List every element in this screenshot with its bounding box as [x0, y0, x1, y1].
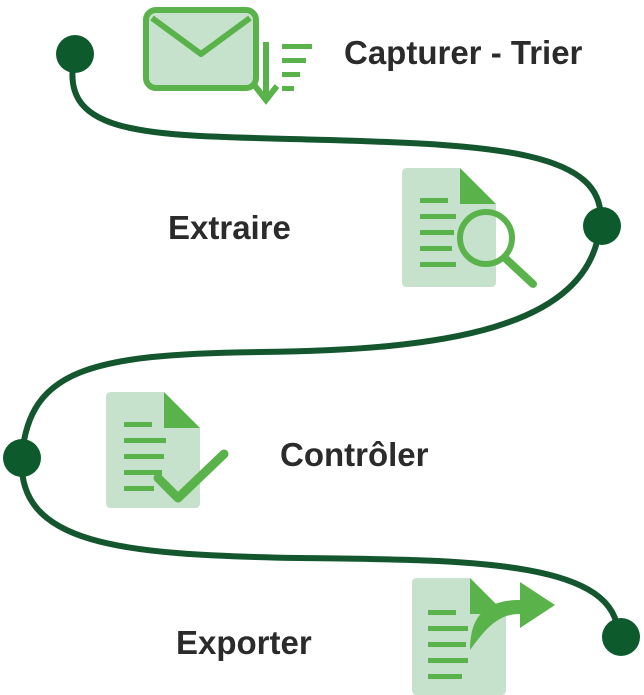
path-node-2: [583, 207, 621, 245]
document-magnifier-icon: [402, 168, 537, 288]
document-check-icon: [106, 392, 229, 508]
step-label-control: Contrôler: [280, 436, 429, 473]
envelope-sort-icon: [143, 7, 312, 105]
step-label-capture: Capturer - Trier: [344, 34, 583, 71]
process-path: [18, 51, 622, 640]
path-node-end: [602, 618, 640, 656]
path-node-3: [3, 439, 41, 477]
path-node-start: [56, 35, 94, 73]
step-label-extract: Extraire: [168, 209, 291, 246]
step-label-export: Exporter: [176, 624, 312, 661]
document-export-icon: [412, 578, 555, 695]
